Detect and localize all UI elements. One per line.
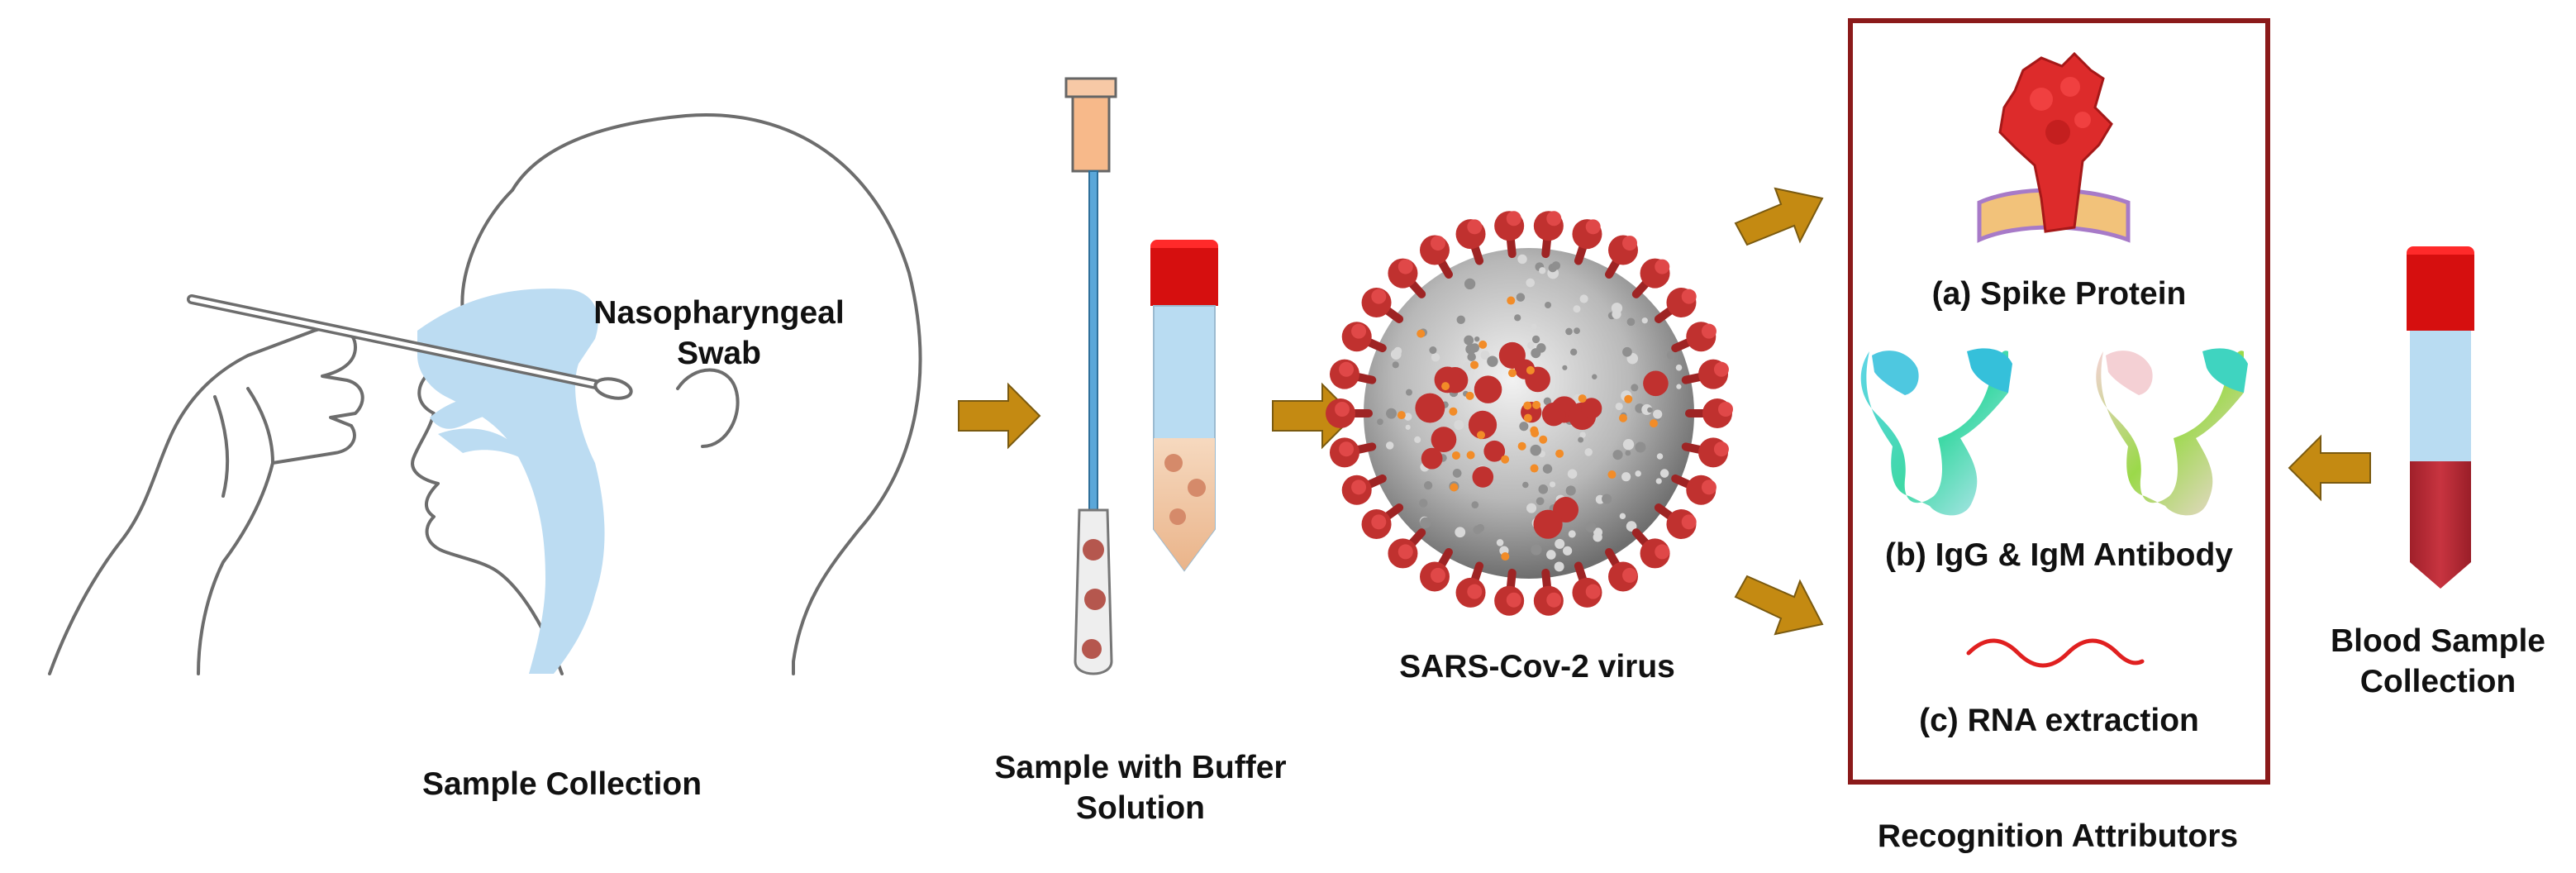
rna-label: (c) RNA extraction — [1848, 701, 2270, 742]
nasopharyngeal-line1: Nasopharyngeal — [579, 293, 859, 334]
blood-tube — [2407, 246, 2474, 589]
recognition-box — [1848, 18, 2270, 785]
blood-line2: Collection — [2306, 662, 2570, 703]
arrow-from-blood — [2289, 436, 2370, 499]
antibody-label: (b) IgG & IgM Antibody — [1848, 536, 2270, 576]
sample-buffer-line2: Solution — [950, 789, 1331, 829]
arrow-to-sample — [959, 384, 1040, 447]
hand-illustration — [50, 327, 363, 674]
sample-collection-label: Sample Collection — [364, 765, 760, 805]
swab-with-sample — [1066, 79, 1116, 674]
nasopharyngeal-line2: Swab — [579, 334, 859, 374]
blood-line1: Blood Sample — [2306, 622, 2570, 662]
virus-illustration — [1326, 211, 1733, 616]
buffer-tube — [1150, 240, 1218, 570]
sample-buffer-label: Sample with Buffer Solution — [950, 748, 1331, 829]
nasopharyngeal-swab-label: Nasopharyngeal Swab — [579, 293, 859, 374]
spike-protein-label: (a) Spike Protein — [1848, 274, 2270, 315]
blood-sample-label: Blood Sample Collection — [2306, 622, 2570, 703]
virus-label: SARS-Cov-2 virus — [1364, 647, 1711, 688]
sample-buffer-line1: Sample with Buffer — [950, 748, 1331, 789]
arrow-to-rna — [1736, 576, 1822, 634]
nasal-cavity — [417, 289, 605, 674]
recognition-label: Recognition Attributors — [1810, 817, 2306, 857]
arrow-to-spike — [1736, 188, 1822, 245]
